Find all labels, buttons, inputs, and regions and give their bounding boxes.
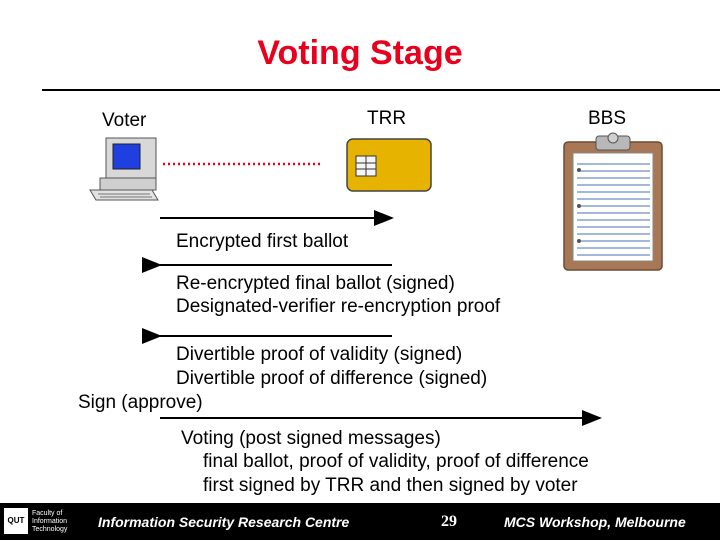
title-divider xyxy=(42,89,720,91)
footer-bar xyxy=(0,503,720,540)
msg-voting-detail-1: final ballot, proof of validity, proof o… xyxy=(203,451,589,472)
msg-dv-reencryption-proof: Designated-verifier re-encryption proof xyxy=(176,296,501,317)
msg-sign-approve: Sign (approve) xyxy=(78,392,203,413)
footer-centre: Information Security Research Centre xyxy=(98,514,350,530)
msg-divertible-validity: Divertible proof of validity (signed) xyxy=(176,344,463,365)
faculty-line-3: Technology xyxy=(32,526,68,533)
footer-event: MCS Workshop, Melbourne xyxy=(504,514,686,530)
bbs-label: BBS xyxy=(588,108,627,129)
faculty-line-2: Information xyxy=(32,518,68,525)
clipboard-icon xyxy=(563,132,663,271)
qut-logo: QUT xyxy=(4,508,28,534)
computer-icon xyxy=(89,137,159,201)
smart-card-icon xyxy=(346,138,432,192)
page-title: Voting Stage xyxy=(257,34,463,72)
msg-voting-post: Voting (post signed messages) xyxy=(181,428,441,449)
voter-label: Voter xyxy=(102,110,147,131)
msg-reencrypted-final: Re-encrypted final ballot (signed) xyxy=(176,273,455,294)
faculty-line-1: Faculty of xyxy=(32,510,63,517)
trr-label: TRR xyxy=(367,108,407,129)
page-number: 29 xyxy=(441,513,457,530)
msg-encrypted-first-ballot: Encrypted first ballot xyxy=(176,231,349,252)
msg-voting-detail-2: first signed by TRR and then signed by v… xyxy=(203,475,578,496)
msg-divertible-difference: Divertible proof of difference (signed) xyxy=(176,368,488,389)
faculty-logo-text: Faculty of Information Technology xyxy=(32,510,84,534)
